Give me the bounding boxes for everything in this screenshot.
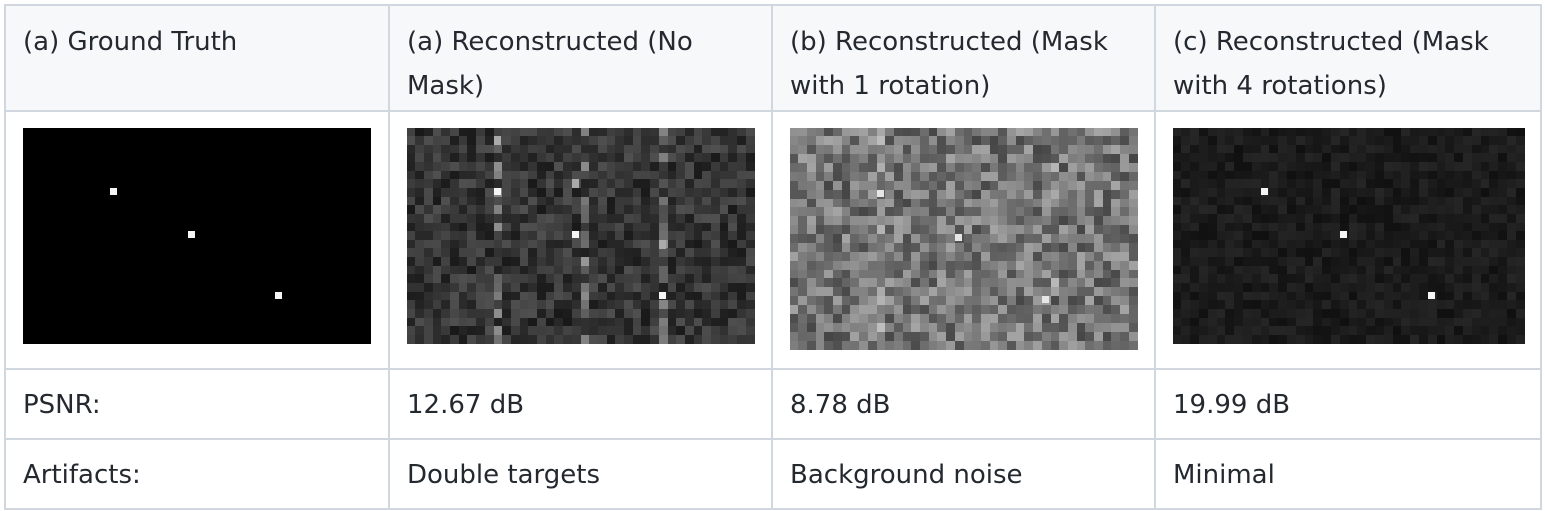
- image-row: [4, 110, 1542, 370]
- image-cell: [4, 110, 390, 370]
- image-cell: [388, 110, 773, 370]
- reconstructed-1-rotation-image: [790, 128, 1138, 350]
- psnr-value-no-mask: 12.67 dB: [388, 368, 773, 440]
- psnr-value-4-rotations: 19.99 dB: [1154, 368, 1542, 440]
- header-ground-truth: (a) Ground Truth: [4, 4, 390, 112]
- image-cell: [771, 110, 1156, 370]
- header-reconstructed-4-rotations: (c) Reconstructed (Mask with 4 rotations…: [1154, 4, 1542, 112]
- artifacts-value-1-rotation: Background noise: [771, 438, 1156, 510]
- psnr-row: PSNR: 12.67 dB 8.78 dB 19.99 dB: [4, 368, 1542, 440]
- comparison-table: (a) Ground Truth (a) Reconstructed (No M…: [4, 4, 1542, 510]
- ground-truth-image: [23, 128, 371, 344]
- artifacts-value-no-mask: Double targets: [388, 438, 773, 510]
- reconstructed-4-rotations-image: [1173, 128, 1525, 344]
- artifacts-value-4-rotations: Minimal: [1154, 438, 1542, 510]
- header-reconstructed-1-rotation: (b) Reconstructed (Mask with 1 rotation): [771, 4, 1156, 112]
- image-cell: [1154, 110, 1542, 370]
- psnr-label: PSNR:: [4, 368, 390, 440]
- header-row: (a) Ground Truth (a) Reconstructed (No M…: [4, 4, 1542, 112]
- artifacts-row: Artifacts: Double targets Background noi…: [4, 438, 1542, 510]
- reconstructed-no-mask-image: [407, 128, 755, 344]
- artifacts-label: Artifacts:: [4, 438, 390, 510]
- header-reconstructed-no-mask: (a) Reconstructed (No Mask): [388, 4, 773, 112]
- psnr-value-1-rotation: 8.78 dB: [771, 368, 1156, 440]
